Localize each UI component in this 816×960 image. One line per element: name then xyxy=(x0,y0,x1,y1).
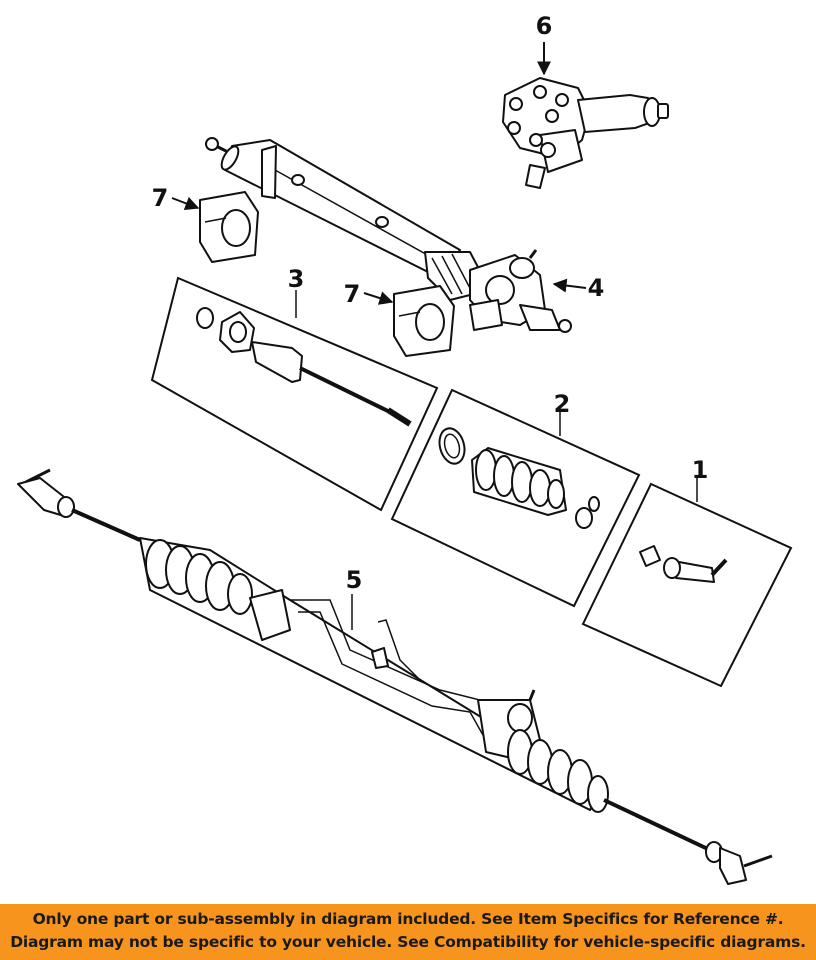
part-7-bushing-lower xyxy=(363,285,455,357)
callout-2: 2 xyxy=(554,390,571,418)
part-7-bushing-upper xyxy=(171,191,259,263)
part-6-valve-assembly xyxy=(502,42,669,189)
callout-7-lower: 7 xyxy=(344,280,361,308)
callout-4: 4 xyxy=(588,274,605,302)
callout-6: 6 xyxy=(536,12,553,40)
part-2-boot-kit-panel xyxy=(390,388,641,608)
disclaimer-line-2: Diagram may not be specific to your vehi… xyxy=(10,933,806,951)
part-3-inner-tie-rod-panel xyxy=(150,276,439,512)
callout-1: 1 xyxy=(692,456,709,484)
part-4-valve-body xyxy=(469,249,587,333)
callout-7-upper: 7 xyxy=(152,184,169,212)
callout-5: 5 xyxy=(346,566,363,594)
disclaimer-banner: Only one part or sub-assembly in diagram… xyxy=(0,904,816,960)
callout-3: 3 xyxy=(288,265,305,293)
disclaimer-line-1: Only one part or sub-assembly in diagram… xyxy=(32,910,784,928)
part-5-rack-and-pinion-assembly xyxy=(17,468,773,885)
part-1-tie-rod-end-panel xyxy=(581,478,793,688)
steering-rack-exploded-diagram: 6 4 7 7 xyxy=(17,12,793,885)
